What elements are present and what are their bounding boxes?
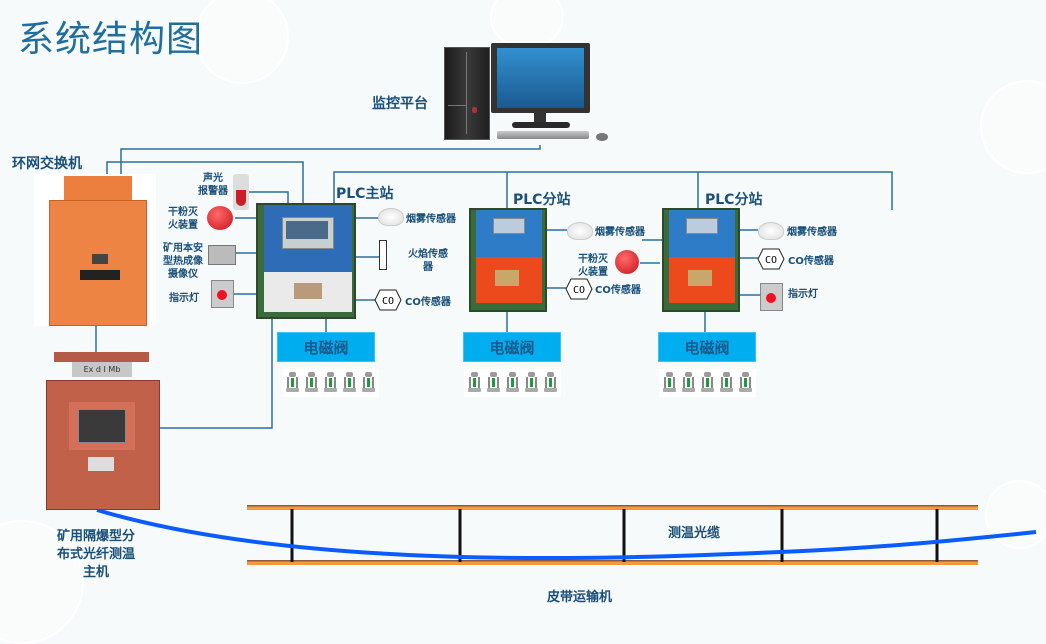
keyboard-icon	[497, 131, 589, 139]
indicator-lamp-label: 指示灯	[788, 289, 818, 300]
monitor-stand-icon	[534, 113, 546, 122]
smoke-sensor-icon	[378, 208, 404, 226]
co-sensor-label: CO传感器	[788, 256, 834, 267]
co-sensor-icon: CO	[565, 278, 593, 300]
fiber-cable-label: 测温光缆	[668, 526, 721, 541]
smoke-sensor-label: 烟雾传感器	[406, 214, 456, 225]
sprinkler-icon	[739, 372, 752, 394]
smoke-sensor-icon	[567, 222, 593, 240]
sprinkler-icon	[682, 372, 695, 394]
mouse-icon	[596, 133, 608, 141]
solenoid-valve-3: 电磁阀	[658, 332, 756, 362]
plc-sub1-label: PLC分站	[513, 192, 571, 208]
background-circle	[980, 80, 1046, 174]
background-circle	[490, 0, 564, 49]
wire-monitor-switch	[120, 145, 541, 175]
plc-main-device	[256, 203, 356, 319]
fiber-temperature-host-device: Ex d I Mb	[44, 352, 160, 512]
sprinkler-icon	[343, 372, 356, 394]
indicator-lamp-icon	[211, 280, 234, 308]
extinguisher-label: 干粉灭火装置	[578, 254, 608, 278]
wire-switch-plc-main	[106, 161, 304, 203]
sprinkler-icon	[544, 372, 557, 394]
sprinkler-icon	[362, 372, 375, 394]
wire-siren	[248, 191, 289, 203]
co-sensor-icon: CO	[757, 248, 785, 270]
co-sensor-label: CO传感器	[595, 285, 641, 296]
flame-sensor-icon	[379, 240, 387, 270]
sprinkler-group-2	[464, 369, 561, 397]
fiber-host-label: 矿用隔爆型分 布式光纤测温 主机	[56, 529, 135, 580]
ring-switch-label: 环网交换机	[12, 156, 82, 172]
belt-conveyor-label: 皮带运输机	[547, 590, 613, 605]
monitor-platform-label: 监控平台	[372, 96, 428, 112]
sprinkler-icon	[324, 372, 337, 394]
siren-label: 声光报警器	[198, 173, 228, 197]
extinguisher-ball-icon	[207, 206, 233, 230]
smoke-sensor-label: 烟雾传感器	[595, 227, 645, 238]
smoke-sensor-label: 烟雾传感器	[787, 227, 837, 238]
ring-switch-device	[34, 174, 156, 326]
thermal-camera-icon	[208, 245, 236, 265]
co-sensor-label: CO传感器	[405, 297, 451, 308]
svg-text:CO: CO	[382, 296, 394, 307]
plc-sub2-device	[662, 208, 740, 312]
sprinkler-icon	[286, 372, 299, 394]
sprinkler-icon	[506, 372, 519, 394]
sprinkler-icon	[305, 372, 318, 394]
fiber-host-nameplate: Ex d I Mb	[72, 362, 132, 377]
plc-main-label: PLC主站	[336, 186, 394, 202]
extinguisher-ball-icon	[615, 250, 639, 274]
extinguisher-label: 干粉灭火装置	[168, 207, 198, 231]
svg-text:CO: CO	[573, 285, 585, 296]
svg-text:CO: CO	[765, 255, 777, 266]
sprinkler-icon	[701, 372, 714, 394]
sprinkler-group-1	[282, 369, 379, 397]
co-sensor-icon: CO	[374, 289, 402, 311]
sprinkler-group-3	[659, 369, 756, 397]
background-circle	[195, 0, 289, 84]
indicator-lamp-label: 指示灯	[169, 293, 199, 304]
wire-plc-fiber-host	[160, 315, 273, 429]
fiber-optic-cable	[96, 508, 1037, 561]
flame-sensor-label: 火焰传感器	[408, 249, 448, 273]
desktop-tower-icon	[444, 47, 490, 140]
sprinkler-icon	[663, 372, 676, 394]
indicator-lamp-icon	[760, 283, 783, 311]
network-wiring	[95, 145, 1037, 565]
plc-sub2-label: PLC分站	[705, 192, 763, 208]
sprinkler-icon	[525, 372, 538, 394]
thermal-camera-label: 矿用本安型热成像摄像仪	[163, 243, 203, 280]
solenoid-valve-2: 电磁阀	[463, 332, 561, 362]
plc-sub1-device	[469, 208, 547, 312]
smoke-sensor-icon	[758, 222, 784, 240]
sprinkler-icon	[468, 372, 481, 394]
siren-icon	[233, 174, 249, 210]
monitor-screen-icon	[491, 43, 590, 113]
solenoid-valve-1: 电磁阀	[277, 332, 375, 362]
sprinkler-icon	[487, 372, 500, 394]
page-title: 系统结构图	[18, 19, 204, 60]
monitor-base-icon	[512, 122, 570, 128]
sprinkler-icon	[720, 372, 733, 394]
wire-plc-bus	[333, 171, 893, 210]
